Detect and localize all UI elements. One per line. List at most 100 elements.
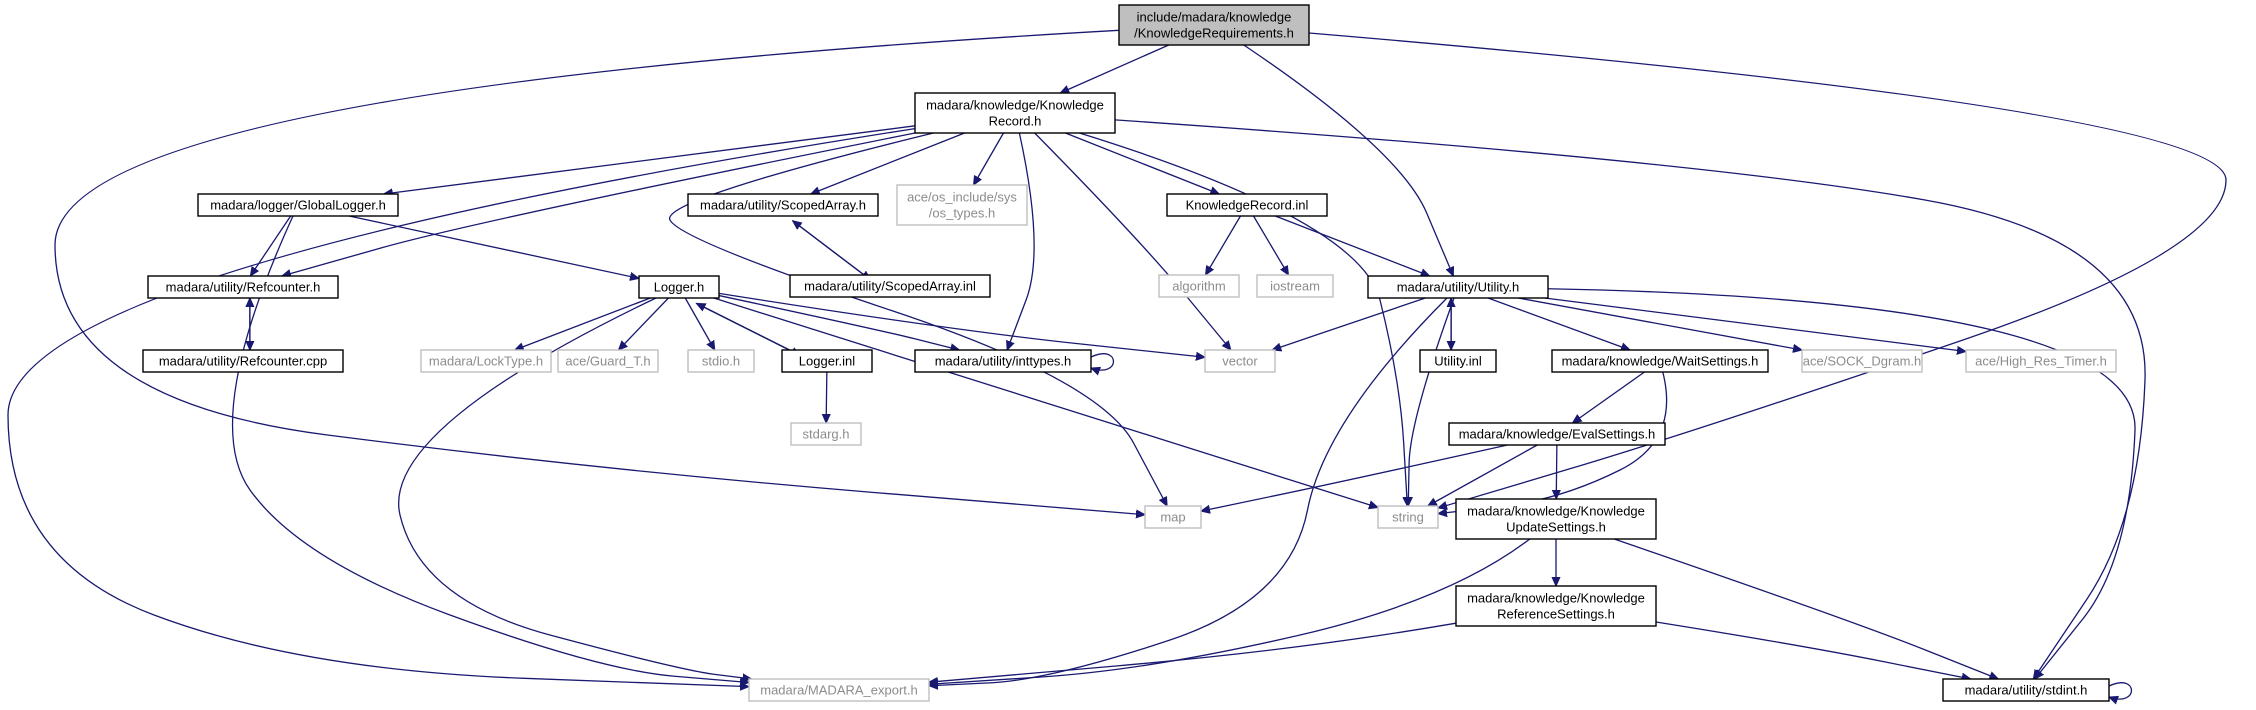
node-stdio-box — [687, 349, 755, 373]
node-export-label-line-1: madara/MADARA_export.h — [760, 683, 918, 698]
node-krs[interactable]: madara/knowledge/KnowledgeReferenceSetti… — [1455, 585, 1657, 627]
node-iostream: iostream — [1256, 274, 1334, 298]
node-logger[interactable]: Logger.h — [638, 275, 720, 299]
node-krh[interactable]: madara/knowledge/KnowledgeRecord.h — [914, 92, 1116, 134]
edge-glog-to-refh — [250, 215, 292, 276]
edge-glog-to-logger — [348, 215, 639, 278]
node-locktype-label-line-1: madara/LockType.h — [429, 354, 543, 369]
node-locktype: madara/LockType.h — [420, 349, 552, 373]
node-loggerinl-label-line-1: Logger.inl — [799, 354, 855, 369]
node-sock-label-line-1: ace/SOCK_Dgram.h — [1803, 354, 1922, 369]
node-krinl[interactable]: KnowledgeRecord.inl — [1166, 193, 1328, 217]
node-wait[interactable]: madara/knowledge/WaitSettings.h — [1551, 349, 1769, 373]
node-map: map — [1144, 505, 1202, 529]
edge-logger-to-stdio — [684, 297, 715, 350]
node-util-label-line-1: madara/utility/Utility.h — [1397, 280, 1520, 295]
node-sarrinl[interactable]: madara/utility/ScopedArray.inl — [789, 274, 991, 298]
edge-krh-to-refh — [282, 132, 916, 276]
edge-loggerinl-to-stdarg — [826, 371, 827, 423]
edge-krh-to-export — [7, 127, 916, 687]
node-refcpp[interactable]: madara/utility/Refcounter.cpp — [142, 349, 344, 373]
node-root[interactable]: include/madara/knowledge/KnowledgeRequir… — [1118, 4, 1310, 46]
node-refh[interactable]: madara/utility/Refcounter.h — [147, 275, 339, 299]
node-sock-box — [1801, 349, 1923, 373]
node-stdint-label-line-1: madara/utility/stdint.h — [1965, 683, 2088, 698]
node-utilinl-label-line-1: Utility.inl — [1434, 354, 1482, 369]
node-algo-label-line-1: algorithm — [1172, 279, 1225, 294]
edge-krh-to-krinl — [1065, 132, 1219, 194]
node-glog-box — [197, 193, 399, 217]
edge-loggerinl-to-logger — [696, 302, 801, 356]
edge-logger-to-inttypes — [718, 294, 959, 350]
edge-krh-to-glog — [384, 125, 916, 194]
edge-krh-to-stdint — [1114, 119, 2146, 679]
node-utilinl-box — [1419, 349, 1497, 373]
node-refh-label-line-1: madara/utility/Refcounter.h — [166, 280, 321, 295]
edge-kus-to-stdint — [1614, 538, 1998, 679]
edge-logger-to-locktype — [515, 297, 651, 350]
node-refh-box — [147, 275, 339, 299]
edge-krs-to-stdint — [1655, 621, 1971, 679]
node-ostypes-box — [896, 184, 1028, 226]
node-stdarg: stdarg.h — [790, 422, 862, 446]
node-krh-label-line-2: Record.h — [989, 114, 1042, 129]
edge-root-to-util — [1243, 44, 1454, 276]
node-stdint[interactable]: madara/utility/stdint.h — [1942, 678, 2110, 702]
node-string-label-line-1: string — [1392, 510, 1424, 525]
edge-krh-to-ostypes — [974, 132, 1005, 185]
node-logger-box — [638, 275, 720, 299]
edge-util-to-wait — [1487, 297, 1630, 350]
node-inttypes[interactable]: madara/utility/inttypes.h — [914, 349, 1092, 373]
node-glog-label-line-1: madara/logger/GlobalLogger.h — [210, 198, 386, 213]
edge-util-to-vector — [1272, 297, 1426, 350]
node-utilinl[interactable]: Utility.inl — [1419, 349, 1497, 373]
node-ostypes-label-line-1: ace/os_include/sys — [907, 190, 1017, 205]
node-kus-label-line-2: UpdateSettings.h — [1506, 520, 1606, 535]
node-string: string — [1377, 505, 1439, 529]
node-ostypes-label-line-2: /os_types.h — [929, 206, 996, 221]
node-algo: algorithm — [1158, 274, 1240, 298]
node-ostypes: ace/os_include/sys/os_types.h — [896, 184, 1028, 226]
edge-logger-to-export — [398, 297, 752, 679]
edge-root-to-krh — [1060, 44, 1170, 94]
node-hrt-label-line-1: ace/High_Res_Timer.h — [1975, 354, 2107, 369]
node-guard-label-line-1: ace/Guard_T.h — [565, 354, 650, 369]
node-wait-label-line-1: madara/knowledge/WaitSettings.h — [1562, 354, 1759, 369]
node-wait-box — [1551, 349, 1769, 373]
node-eval[interactable]: madara/knowledge/EvalSettings.h — [1448, 422, 1666, 446]
node-logger-label-line-1: Logger.h — [654, 280, 705, 295]
edge-stdint-to-stdint — [2109, 682, 2132, 699]
edge-root-to-map — [54, 29, 1145, 514]
edge-sarrinl-to-sarr — [793, 221, 871, 281]
node-kus[interactable]: madara/knowledge/KnowledgeUpdateSettings… — [1455, 498, 1657, 540]
node-hrt-box — [1965, 349, 2117, 373]
node-loggerinl[interactable]: Logger.inl — [781, 349, 873, 373]
node-root-box — [1118, 4, 1310, 46]
edge-kus-to-export — [929, 538, 1531, 684]
node-sarr[interactable]: madara/utility/ScopedArray.h — [687, 193, 879, 217]
node-layer: include/madara/knowledge/KnowledgeRequir… — [142, 4, 2117, 702]
edge-inttypes-to-inttypes — [1091, 353, 1114, 370]
node-vector: vector — [1204, 349, 1276, 373]
node-hrt: ace/High_Res_Timer.h — [1965, 349, 2117, 373]
node-export-box — [748, 678, 930, 702]
node-root-label-line-2: /KnowledgeRequirements.h — [1134, 26, 1294, 41]
edge-logger-to-guard — [619, 297, 669, 350]
node-guard: ace/Guard_T.h — [557, 349, 659, 373]
node-iostream-box — [1256, 274, 1334, 298]
node-refcpp-box — [142, 349, 344, 373]
edge-krh-to-inttypes — [1007, 132, 1035, 350]
node-krs-label-line-2: ReferenceSettings.h — [1497, 607, 1615, 622]
node-glog[interactable]: madara/logger/GlobalLogger.h — [197, 193, 399, 217]
node-map-box — [1144, 505, 1202, 529]
node-inttypes-label-line-1: madara/utility/inttypes.h — [935, 354, 1072, 369]
node-loggerinl-box — [781, 349, 873, 373]
node-stdio: stdio.h — [687, 349, 755, 373]
node-util-box — [1367, 275, 1549, 299]
edge-logger-to-string — [713, 297, 1378, 508]
node-sock: ace/SOCK_Dgram.h — [1801, 349, 1923, 373]
node-util[interactable]: madara/utility/Utility.h — [1367, 275, 1549, 299]
node-krinl-label-line-1: KnowledgeRecord.inl — [1186, 198, 1309, 213]
node-refcpp-label-line-1: madara/utility/Refcounter.cpp — [159, 354, 327, 369]
edge-eval-to-kus — [1556, 444, 1557, 499]
